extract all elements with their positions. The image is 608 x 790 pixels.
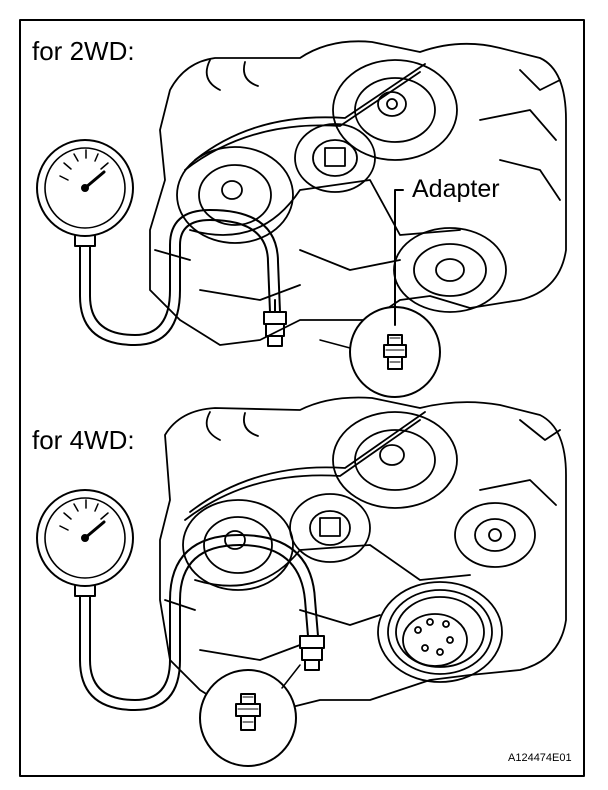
callout-lead-2wd [319, 339, 351, 349]
adapter-leader-line [394, 189, 404, 326]
figure-frame [19, 19, 585, 777]
adapter-callout-label: Adapter [412, 175, 500, 203]
pressure-gauge-2wd [36, 139, 134, 247]
figure-id: A124474E01 [508, 752, 572, 764]
engine-2wd-illustration [149, 40, 567, 346]
adapter-fitting-icon [383, 334, 407, 370]
union-detail-circle [199, 669, 297, 767]
union-fitting-icon [235, 693, 261, 731]
gauge-hose-4wd [79, 534, 319, 711]
callout-lead-4wd [281, 664, 301, 689]
pressure-gauge-4wd [36, 489, 134, 597]
hose-fitting-4wd [299, 635, 325, 671]
gauge-hose-2wd [79, 209, 281, 346]
engine-4wd-illustration [159, 396, 567, 716]
section-label-4wd: for 4WD: [32, 425, 135, 455]
hose-fitting-2wd [263, 299, 287, 347]
section-label-2wd: for 2WD: [32, 36, 135, 66]
